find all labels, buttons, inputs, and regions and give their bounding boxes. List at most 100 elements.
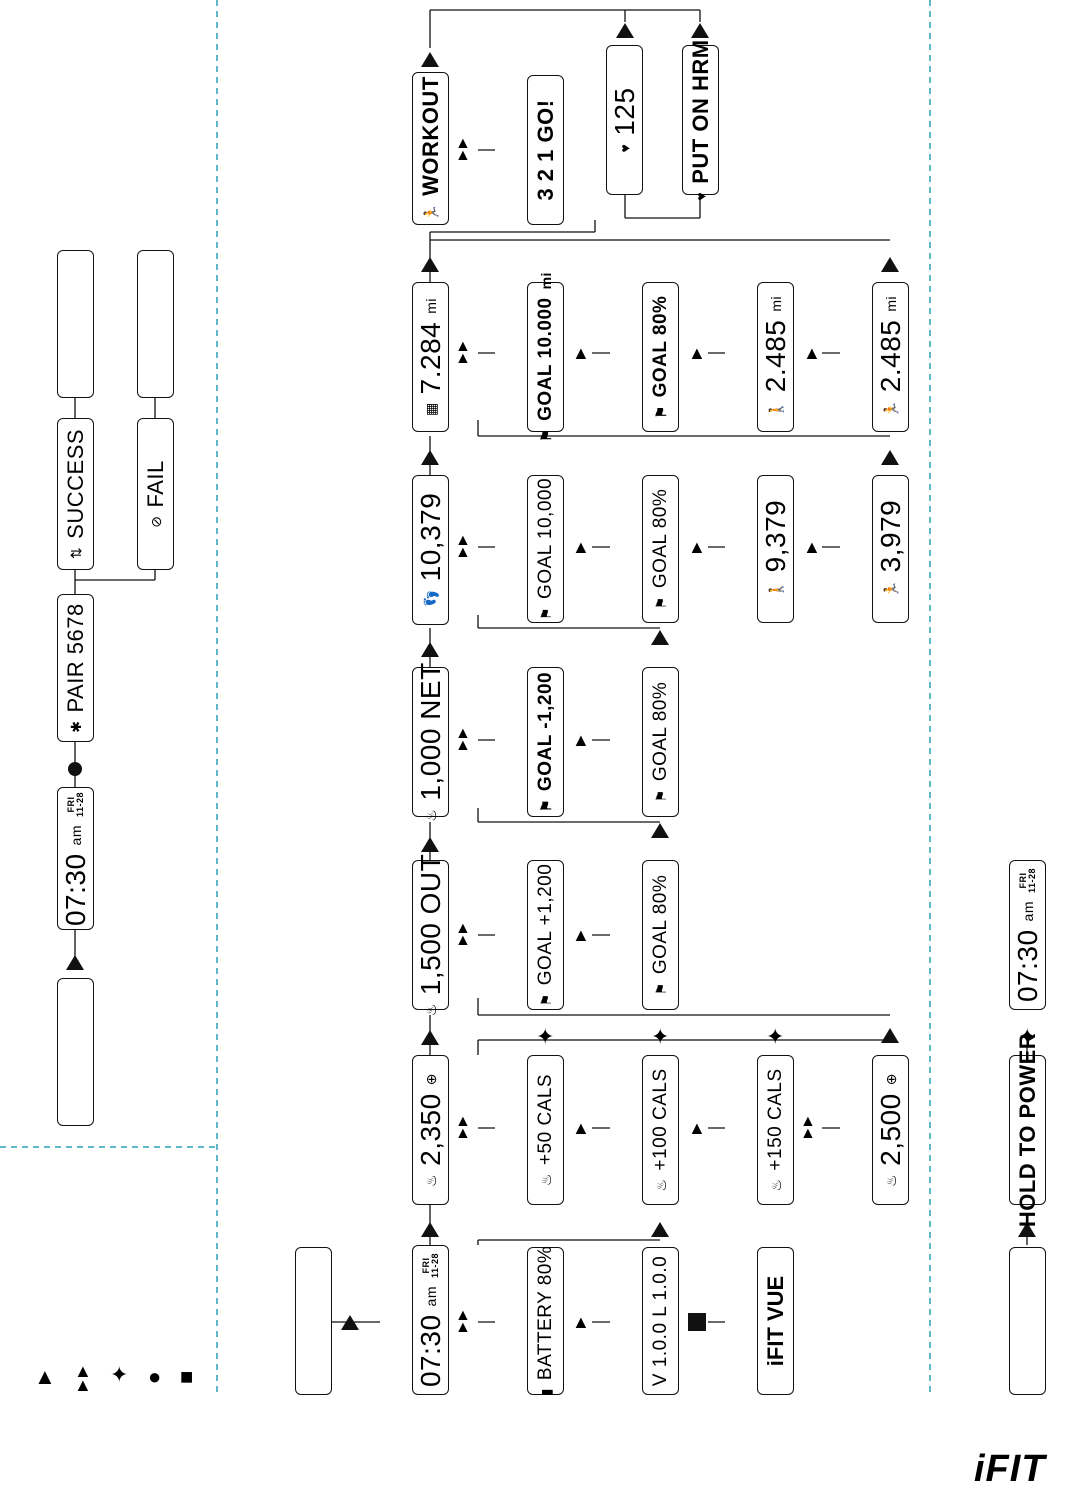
double-tap-icon: ▲▲: [74, 1361, 92, 1395]
double-tap-icon: ▲▲: [455, 1307, 471, 1336]
plus-circle-icon: ⊕: [882, 1073, 898, 1086]
flame-icon: ♨: [537, 1173, 553, 1187]
cals-total-value: 2,500: [874, 1093, 906, 1166]
goal-steps-screen[interactable]: ⚑ GOAL 10,000: [527, 475, 564, 623]
hold-icon: ✦: [766, 1024, 785, 1049]
workout-screen[interactable]: 🏃 WORKOUT: [412, 72, 449, 225]
cals-50-text: +50 CALS: [534, 1073, 556, 1166]
sync-icon: ⇅: [67, 546, 83, 560]
goal-pct1-screen[interactable]: ⚑GOAL 80%: [642, 860, 679, 1010]
goal-pct2-text: GOAL 80%: [649, 681, 671, 782]
blank-screen-power: [1009, 1247, 1046, 1395]
goal-plus-screen[interactable]: ⚑ GOAL +1,200: [527, 860, 564, 1010]
hold-icon: ✦: [651, 1024, 670, 1049]
goal-dist-text: GOAL 10.000: [534, 297, 556, 421]
square-icon: ■: [180, 1364, 194, 1389]
workout-text: WORKOUT: [417, 75, 443, 196]
cals-100-screen[interactable]: ♨ +100 CALS: [642, 1055, 679, 1205]
calories-screen[interactable]: ♨2,350⊕: [412, 1055, 449, 1205]
brand-screen[interactable]: iFIT VUE: [757, 1247, 794, 1395]
cals-50-screen[interactable]: ♨ +50 CALS: [527, 1055, 564, 1205]
double-tap-icon: ▲▲: [455, 1113, 471, 1142]
tap-icon: ▲: [688, 343, 706, 363]
double-tap-icon: ▲▲: [455, 920, 471, 949]
heart-rate-screen[interactable]: ♥ 125: [606, 45, 643, 195]
dist-walk-value: 2.485: [759, 319, 791, 393]
flame-icon: ♨: [652, 1178, 668, 1192]
steps-run-screen[interactable]: 🏃3,979: [872, 475, 909, 623]
cals-total-screen[interactable]: ♨ 2,500 ⊕: [872, 1055, 909, 1205]
map-icon: ▦: [422, 402, 438, 417]
cals-100-text: +100 CALS: [649, 1068, 671, 1171]
power-time: 07:30: [1011, 929, 1043, 1003]
double-tap-icon: ▲▲: [455, 338, 471, 367]
pair-success-screen[interactable]: ⇅SUCCESS: [57, 418, 94, 570]
brand-text: iFIT VUE: [762, 1275, 788, 1367]
out-screen[interactable]: ♨1,500 OUT: [412, 854, 449, 1016]
flame-icon: ♨: [882, 1173, 898, 1187]
steps-run-value: 3,979: [874, 499, 906, 573]
goal-pct4-screen[interactable]: ⚑GOAL 80%: [642, 282, 679, 432]
heart-rate-value: 125: [608, 87, 640, 136]
walk-icon: 🚶: [767, 580, 783, 599]
blank-screen-fail: [137, 250, 174, 398]
double-tap-icon: ▲▲: [455, 725, 471, 754]
net-screen[interactable]: ♨1,000 NET: [412, 662, 449, 822]
put-on-hrm-screen[interactable]: ♥PUT ON HRM: [682, 39, 719, 201]
goal-pct1-text: GOAL 80%: [649, 874, 671, 975]
steps-walk-screen[interactable]: 🚶9,379: [757, 475, 794, 623]
flame-icon: ♨: [767, 1178, 783, 1192]
no-icon: ⊘: [147, 515, 163, 528]
flag-icon: ⚑: [652, 789, 668, 803]
goal-pct3-text: GOAL 80%: [649, 488, 671, 589]
pair-code-screen[interactable]: ✱PAIR 5678: [57, 594, 94, 742]
goal-steps-text: GOAL 10,000: [534, 477, 556, 599]
steps-value: 10,379: [414, 492, 446, 582]
dot-icon: [68, 762, 82, 776]
flag-icon: ⚑: [537, 428, 553, 442]
double-tap-icon: ▲▲: [455, 135, 471, 164]
tap-icon: ▲: [572, 730, 590, 750]
cals-150-screen[interactable]: ♨+150 CALS: [757, 1055, 794, 1205]
hold-to-power-screen[interactable]: HOLD TO POWER: [1009, 1033, 1046, 1227]
flag-icon: ⚑: [537, 993, 553, 1007]
dist-run-unit: mi: [882, 295, 899, 312]
goal-pct3-screen[interactable]: ⚑GOAL 80%: [642, 475, 679, 623]
tap-icon: ▲: [572, 343, 590, 363]
power-ampm: am: [1019, 901, 1036, 922]
goal-pct2-screen[interactable]: ⚑ GOAL 80%: [642, 667, 679, 817]
run-icon: 🏃: [422, 203, 438, 222]
flag-icon: ⚑: [537, 799, 553, 813]
steps-screen[interactable]: 👣 10,379: [412, 475, 449, 625]
goal-minus-text: GOAL -1,200: [534, 671, 556, 792]
run-icon: 🏃: [882, 400, 898, 419]
countdown-screen[interactable]: 3 2 1 GO!: [527, 75, 564, 225]
footsteps-icon: 👣: [422, 589, 438, 608]
tap-icon: ▲: [572, 925, 590, 945]
version-screen[interactable]: V 1.0.0 L 1.0.0: [642, 1247, 679, 1395]
blank-screen-main: [295, 1247, 332, 1395]
goal-minus-screen[interactable]: ⚑ GOAL -1,200: [527, 667, 564, 817]
dot-legend-icon: ●: [148, 1364, 162, 1389]
calories-value: 2,350: [414, 1093, 446, 1166]
tap-icon: ▲: [572, 537, 590, 557]
battery-screen[interactable]: ▮BATTERY 80%: [527, 1246, 564, 1396]
put-on-hrm-text: PUT ON HRM: [687, 39, 713, 184]
hold-icon: ✦: [536, 1024, 555, 1049]
flag-icon: ⚑: [537, 606, 553, 621]
heart-icon: ♥: [616, 143, 633, 153]
pair-fail-screen[interactable]: ⊘ FAIL: [137, 418, 174, 570]
goal-plus-text: GOAL +1,200: [534, 863, 556, 986]
fail-text: FAIL: [142, 460, 168, 508]
pair-time: 07:30: [59, 852, 91, 926]
hold-icon: ✦: [110, 1362, 129, 1387]
version-text: V 1.0.0 L 1.0.0: [649, 1255, 671, 1387]
